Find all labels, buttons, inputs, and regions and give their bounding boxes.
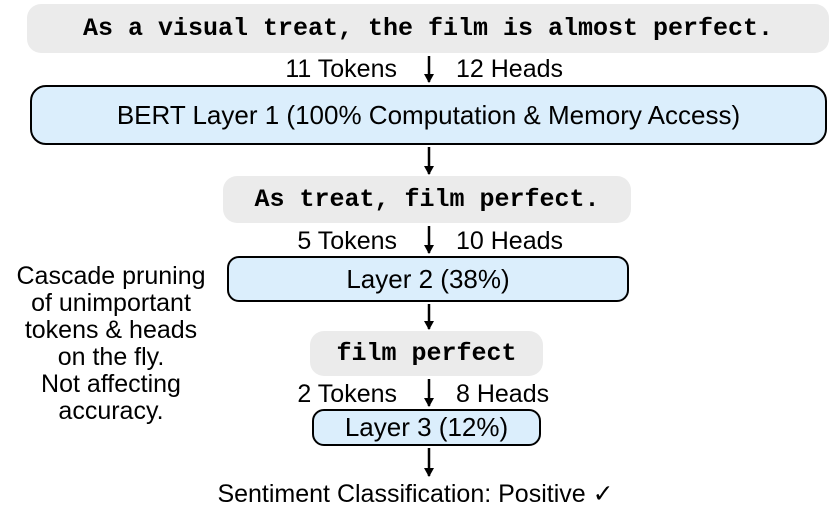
pruned-sentence-3: film perfect — [310, 331, 543, 376]
layer2-label: Layer 2 (38%) — [346, 263, 510, 294]
note-line: of unimportant — [31, 289, 191, 317]
layer2-token-count: 5 Tokens — [297, 227, 397, 255]
note-line: Cascade pruning — [16, 262, 206, 290]
note-line: accuracy. — [58, 397, 164, 425]
layer3-label: Layer 3 (12%) — [344, 412, 509, 442]
input-sentence: As a visual treat, the film is almost pe… — [27, 4, 829, 53]
cascade-pruning-note: Cascade pruning of unimportant tokens & … — [0, 263, 222, 425]
layer3-head-count: 8 Heads — [456, 380, 550, 408]
layer2-head-count: 10 Heads — [456, 227, 564, 255]
layer1-head-count: 12 Heads — [456, 55, 564, 83]
classification-result: Sentiment Classification: Positive ✓ — [217, 480, 614, 508]
layer1-label: BERT Layer 1 (100% Computation & Memory … — [116, 99, 741, 130]
layer2-box: Layer 2 (38%) — [227, 256, 629, 302]
note-line: Not affecting — [41, 370, 181, 398]
note-line: on the fly. — [57, 343, 165, 371]
note-line: tokens & heads — [24, 316, 198, 344]
layer1-box: BERT Layer 1 (100% Computation & Memory … — [30, 85, 827, 145]
layer3-token-count: 2 Tokens — [297, 380, 397, 408]
layer1-token-count: 11 Tokens — [285, 55, 397, 83]
layer3-box: Layer 3 (12%) — [312, 409, 541, 446]
pruned-sentence-2: As treat, film perfect. — [223, 176, 631, 223]
